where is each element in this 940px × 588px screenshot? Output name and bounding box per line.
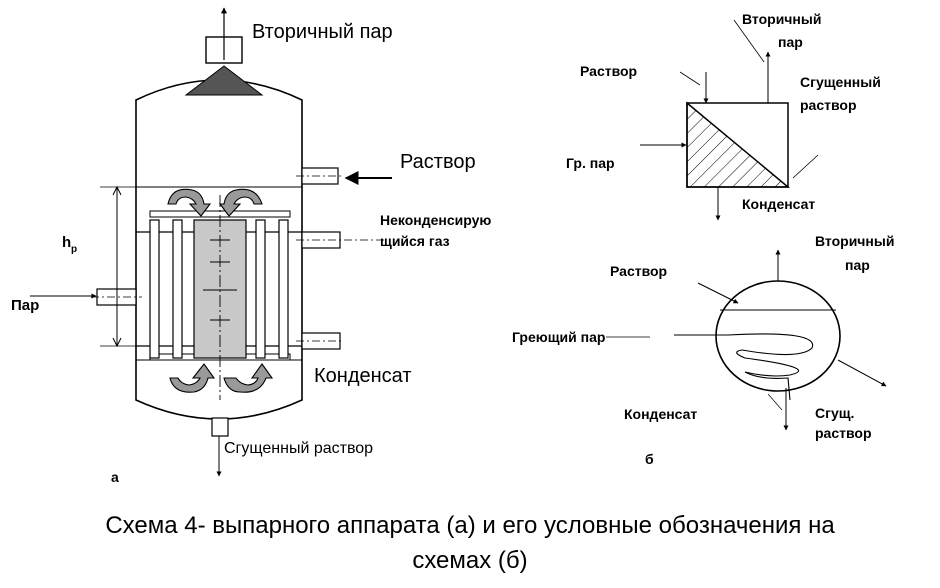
sq-label-concentrated-1: Сгущенный: [800, 74, 881, 90]
label-height-sub: р: [71, 244, 77, 255]
symbol-square: Вторичный пар Раствор Сгущенный раствор …: [566, 11, 881, 221]
evaporator-apparatus: Вторичный пар Раствор Неконденсирую щийс…: [11, 7, 491, 485]
sq-label-secondary-2: пар: [778, 34, 803, 50]
label-solution: Раствор: [400, 151, 476, 173]
label-noncondensing-2: щийся газ: [380, 233, 450, 249]
ci-label-secondary-1: Вторичный: [815, 233, 894, 249]
sq-label-condensate: Конденсат: [742, 196, 815, 212]
label-height: h: [62, 234, 71, 251]
heating-tubes: [149, 219, 289, 359]
label-secondary-steam: Вторичный пар: [252, 21, 393, 43]
sq-label-secondary-1: Вторичный: [742, 11, 821, 27]
symbol-circle: Вторичный пар Раствор Греющий пар Конден…: [512, 233, 894, 467]
separator-cone: [184, 65, 264, 96]
label-steam: Пар: [11, 297, 39, 314]
circulation-arrows: [167, 188, 274, 393]
ci-label-heating-steam: Греющий пар: [512, 329, 605, 345]
sq-label-concentrated-2: раствор: [800, 97, 857, 113]
label-letter-b: б: [645, 451, 654, 467]
ci-label-concentrated-2: раствор: [815, 425, 872, 441]
label-condensate: Конденсат: [314, 365, 412, 387]
label-concentrated: Сгущенный раствор: [224, 440, 373, 457]
caption-line-1: Схема 4- выпарного аппарата (а) и его ус…: [105, 512, 835, 539]
ci-label-condensate: Конденсат: [624, 406, 697, 422]
sq-label-solution: Раствор: [580, 63, 637, 79]
ci-label-secondary-2: пар: [845, 257, 870, 273]
figure-caption: Схема 4- выпарного аппарата (а) и его ус…: [105, 512, 835, 574]
sq-label-heating-steam: Гр. пар: [566, 155, 615, 171]
ci-label-solution: Раствор: [610, 263, 667, 279]
ci-label-concentrated-1: Сгущ.: [815, 405, 854, 421]
label-noncondensing-1: Неконденсирую: [380, 212, 491, 228]
label-letter-a: а: [111, 469, 119, 485]
caption-line-2: схемах (б): [412, 547, 527, 574]
